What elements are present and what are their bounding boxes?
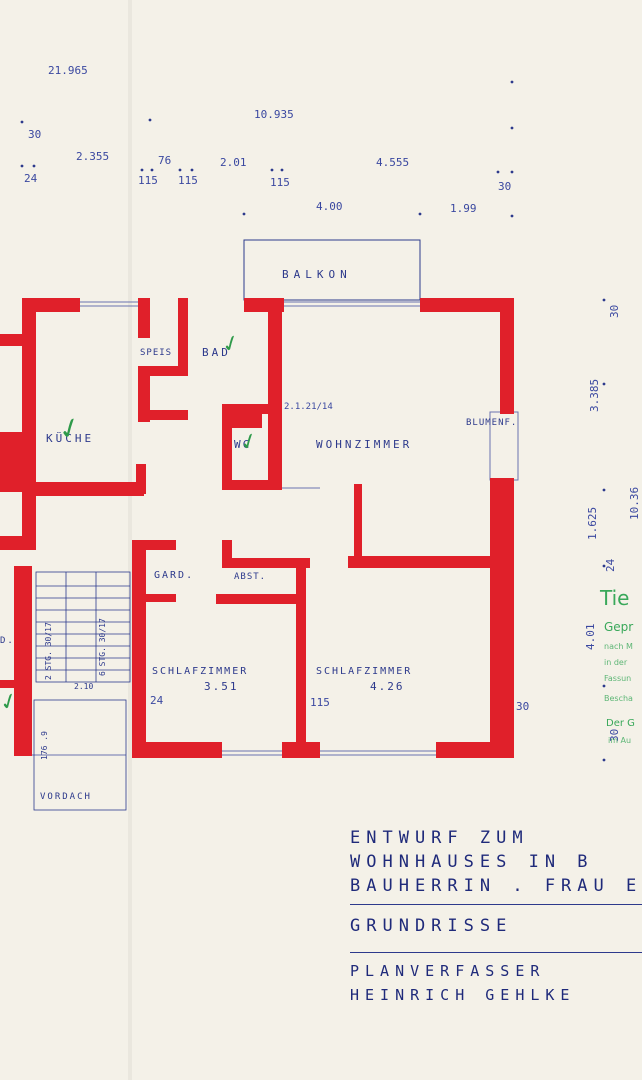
title-line-2: WOHNHAUSES IN B	[350, 852, 594, 872]
stamp-line-7: im Au	[608, 736, 632, 745]
title-rule-2	[350, 952, 642, 953]
title-line-planverfasser: PLANVERFASSER	[350, 962, 546, 980]
room-label-schlafzimmer-2: SCHLAFZIMMER	[316, 666, 413, 677]
dim-right-24: 24	[604, 558, 617, 572]
stairs-label-1: 2 STG. 30/17	[44, 622, 53, 680]
paper-fold-line	[128, 0, 132, 1080]
room-label-blumenf: BLUMENF.	[466, 418, 518, 428]
dim-24: 24	[24, 172, 38, 185]
dim-201: 2.01	[220, 156, 247, 169]
dim-4555: 4.555	[376, 156, 410, 169]
stamp-line-2: nach M	[604, 642, 633, 651]
dim-room-30: 30	[516, 700, 530, 713]
room-label-balkon: BALKON	[282, 268, 352, 281]
dim-right-1625: 1.625	[586, 506, 599, 540]
dim-room-115: 115	[310, 696, 330, 709]
dim-2355: 2.355	[76, 150, 110, 163]
room-label-bad: BAD	[202, 346, 231, 359]
dim-76: 76	[158, 154, 172, 167]
title-line-author: HEINRICH GEHLKE	[350, 986, 576, 1004]
room-label-speis: SPEIS	[140, 348, 173, 358]
room-label-kueche: KÜCHE	[46, 432, 95, 445]
dim-199: 1.99	[450, 202, 477, 215]
stamp-line-5: Bescha	[604, 694, 633, 703]
dim-115c: 115	[270, 176, 290, 189]
room-label-schlafzimmer-1: SCHLAFZIMMER	[152, 666, 249, 677]
stamp-line-3: in der	[604, 658, 628, 667]
window-lines	[30, 301, 519, 756]
stamp-line-6: Der G	[606, 718, 635, 729]
room-label-wc: WC	[234, 438, 252, 451]
dim-room-24: 24	[150, 694, 164, 707]
dim-right-401: 4.01	[584, 623, 597, 651]
dimension-dots	[20, 80, 606, 762]
dim-door: 2.1.21/14	[284, 402, 333, 412]
balcony-outline	[243, 239, 421, 301]
dim-right-30-top: 30	[608, 304, 621, 318]
dim-115b: 115	[178, 174, 198, 187]
stairs-label-2: 6 STG. 30/17	[98, 618, 107, 676]
dim-right-3385: 3.385	[588, 378, 601, 412]
red-walls	[0, 298, 514, 758]
stair-treads	[33, 571, 131, 811]
dim-400: 4.00	[316, 200, 343, 213]
room-label-gard: GARD.	[154, 570, 195, 581]
room-dim-schlafzimmer-2: 4.26	[370, 680, 405, 693]
stamp-line-4: Fassun	[604, 674, 632, 683]
dim-upper-width: 10.935	[254, 108, 294, 121]
stamp-line-1: Gepr	[604, 620, 634, 634]
room-label-abst: ABST.	[234, 572, 267, 582]
title-line-1: ENTWURF ZUM	[350, 828, 529, 848]
title-line-grundrisse: GRUNDRISSE	[350, 916, 513, 936]
dim-30-right: 30	[498, 180, 512, 193]
title-rule-1	[350, 904, 642, 905]
room-label-wohnzimmer: WOHNZIMMER	[316, 438, 413, 451]
title-line-3: BAUHERRIN . FRAU E	[350, 876, 642, 896]
dim-115a: 115	[138, 174, 158, 187]
vordach-dim: 176 .9	[40, 731, 49, 760]
dim-total-width: 21.965	[48, 64, 88, 77]
dim-30-left: 30	[28, 128, 42, 141]
stamp-heading: Tie	[600, 586, 630, 610]
room-label-vordach: VORDACH	[40, 792, 92, 802]
room-label-d: D.	[0, 636, 15, 646]
dim-right-1036: 10.36	[628, 486, 641, 520]
room-dim-schlafzimmer-1: 3.51	[204, 680, 239, 693]
stairs-dim: 2.10	[74, 682, 94, 691]
